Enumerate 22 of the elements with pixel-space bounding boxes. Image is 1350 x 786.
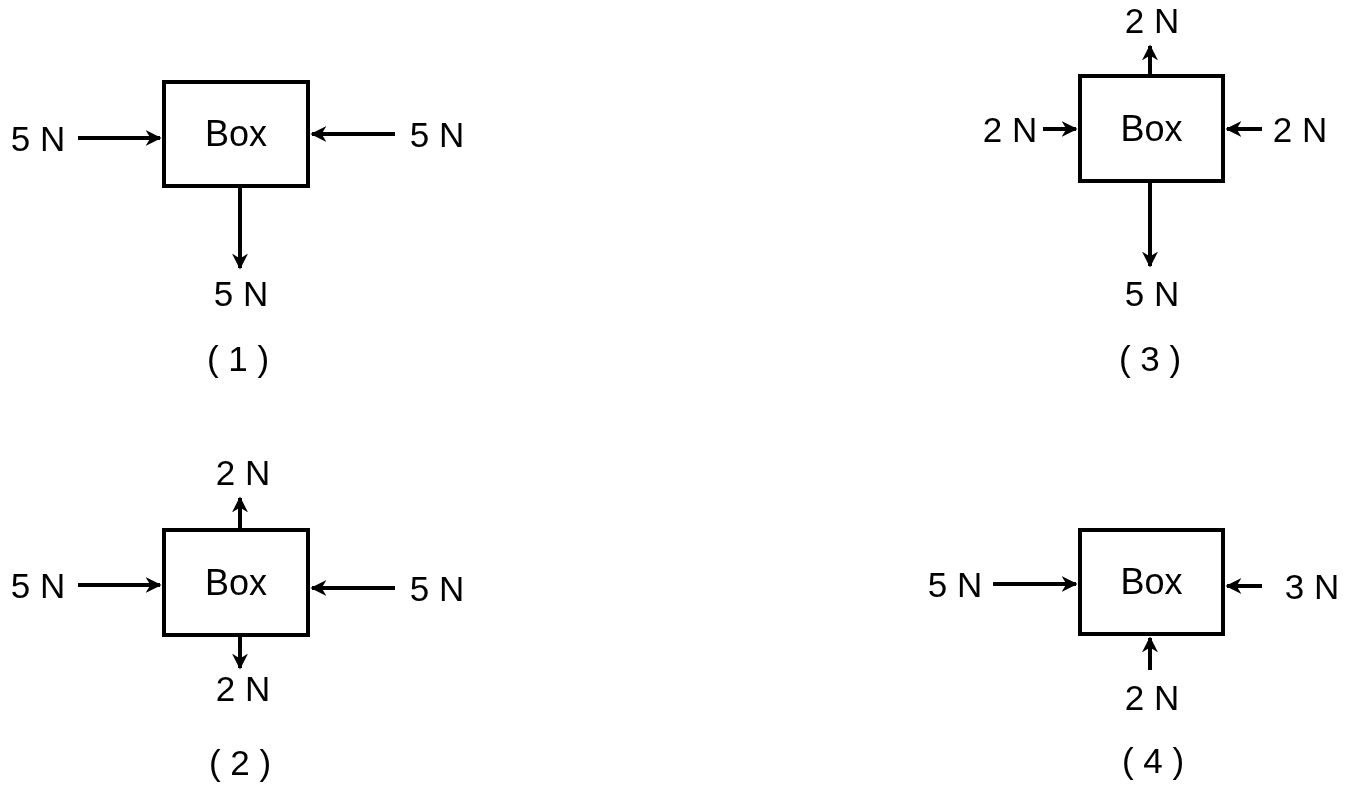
force-label: 2 N [1124,679,1180,715]
force-label: 2 N [982,111,1038,147]
force-label: 2 N [215,670,271,706]
force-label: 5 N [1124,275,1180,311]
force-label: 5 N [927,566,983,602]
box: Box [162,80,310,188]
force-label: 5 N [213,275,269,311]
force-label: 2 N [1272,111,1328,147]
force-label: 5 N [409,116,465,152]
force-label: 5 N [10,120,66,156]
force-label: 5 N [409,570,465,606]
box: Box [1078,74,1225,183]
force-label: 3 N [1284,568,1340,604]
force-label: 2 N [1124,2,1180,38]
force-label: 5 N [10,567,66,603]
force-label: 2 N [215,454,271,490]
panel-number: ( 2 ) [208,744,272,780]
panel-number: ( 4 ) [1121,742,1185,778]
box: Box [162,528,310,637]
panel-number: ( 1 ) [206,340,270,376]
box: Box [1078,528,1225,636]
panel-number: ( 3 ) [1118,340,1182,376]
